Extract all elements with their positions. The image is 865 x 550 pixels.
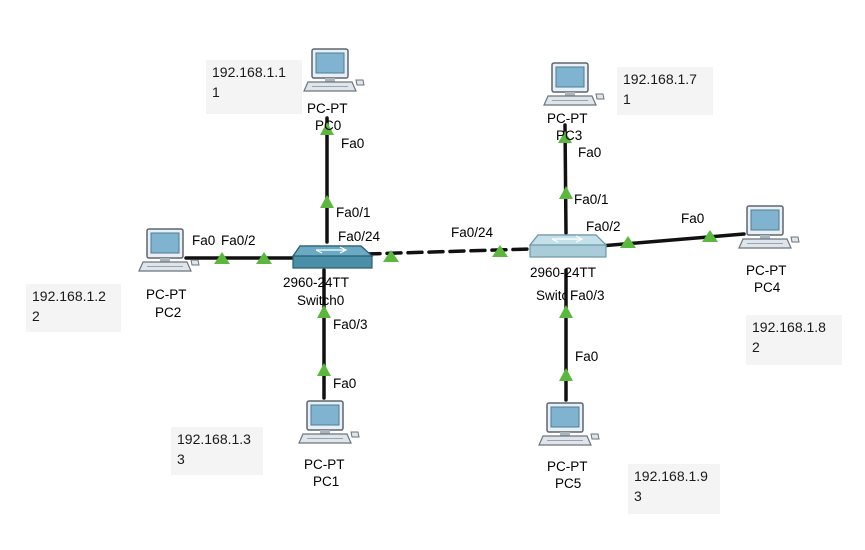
switch1-icon[interactable]: [528, 234, 608, 258]
link-up-marker: [559, 305, 573, 318]
ip-note-pc1: 192.168.1.3 3: [171, 427, 263, 475]
link-up-marker: [256, 252, 272, 264]
link-up-marker: [702, 230, 718, 242]
link-pc4-switch1[interactable]: [598, 232, 746, 248]
pc3-type-label: PC-PT: [547, 111, 588, 126]
port-label: Fa0: [575, 349, 599, 364]
link-up-marker: [214, 252, 230, 264]
ip-note-line: 192.168.1.8: [752, 319, 826, 335]
pc2-type-label: PC-PT: [146, 287, 187, 302]
pc4-name-label: PC4: [754, 280, 781, 295]
link-up-marker: [492, 245, 508, 257]
pc0-icon[interactable]: [303, 48, 365, 92]
link-up-marker: [620, 236, 636, 248]
ip-note-pc3: 192.168.1.7 1: [617, 67, 713, 115]
ip-note-line: 2: [752, 339, 760, 355]
port-label: Fa0: [578, 145, 602, 160]
link-up-marker: [317, 363, 331, 376]
link-status-markers: [214, 122, 718, 381]
port-label: Fa0: [681, 211, 705, 226]
pc1-type-label: PC-PT: [304, 457, 345, 472]
pc0-type-label: PC-PT: [307, 101, 348, 116]
port-label: Fa0/2: [586, 219, 621, 234]
link-up-marker: [317, 305, 331, 318]
switch0-name-label: Switch0: [297, 293, 345, 308]
pc4-icon[interactable]: [738, 205, 800, 249]
link-up-marker: [558, 131, 572, 143]
link-up-marker: [383, 250, 399, 262]
pc1-name-label: PC1: [313, 474, 340, 489]
pc3-icon[interactable]: [543, 62, 605, 106]
ip-note-line: 192.168.1.7: [623, 71, 697, 87]
pc2-name-label: PC2: [155, 305, 182, 320]
ip-note-line: 3: [634, 488, 642, 504]
pc3-name-label: PC3: [556, 128, 583, 143]
ip-note-pc5: 192.168.1.9 3: [628, 464, 720, 514]
ip-note-line: 192.168.1.2: [32, 288, 106, 304]
port-label: Fa0/1: [574, 192, 609, 207]
pc5-icon[interactable]: [538, 402, 600, 446]
ip-note-pc4: 192.168.1.8 2: [746, 315, 842, 365]
port-label: Fa0/3: [333, 317, 368, 332]
ip-note-line: 2: [32, 308, 40, 324]
port-label: Fa0: [341, 136, 365, 151]
switch1-name-label: Switch1: [536, 288, 566, 303]
port-label: Fa0/1: [336, 205, 371, 220]
link-up-marker: [559, 368, 573, 381]
pc5-type-label: PC-PT: [547, 459, 588, 474]
port-label: Fa0/24: [338, 229, 381, 244]
switch0-model-label: 2960-24TT: [283, 275, 350, 290]
switch1-model-label: 2960-24TT: [530, 265, 597, 280]
switch0-icon[interactable]: [291, 245, 374, 269]
port-label: Fa0/2: [221, 233, 256, 248]
pc4-type-label: PC-PT: [746, 263, 787, 278]
ip-note-line: 1: [212, 84, 220, 100]
ip-note-line: 192.168.1.3: [177, 431, 251, 447]
pc5-name-label: PC5: [555, 476, 582, 491]
pc1-icon[interactable]: [298, 400, 360, 444]
pc2-icon[interactable]: [138, 228, 200, 272]
pc0-name-label: PC0: [315, 118, 342, 133]
ip-note-pc2: 192.168.1.2 2: [26, 284, 121, 332]
port-label: Fa0: [192, 233, 216, 248]
ip-note-pc0: 192.168.1.1 1: [206, 60, 302, 114]
ip-note-line: 192.168.1.9: [634, 468, 708, 484]
link-up-marker: [320, 195, 334, 208]
ip-note-line: 192.168.1.1: [212, 64, 286, 80]
port-label: Fa0/24: [451, 225, 494, 240]
port-label: Fa0/3: [570, 288, 605, 303]
link-up-marker: [559, 186, 573, 199]
link-up-marker: [320, 122, 334, 135]
port-label: Fa0: [333, 376, 357, 391]
ip-note-line: 3: [177, 451, 185, 467]
links: [184, 116, 746, 402]
ip-note-line: 1: [623, 91, 631, 107]
